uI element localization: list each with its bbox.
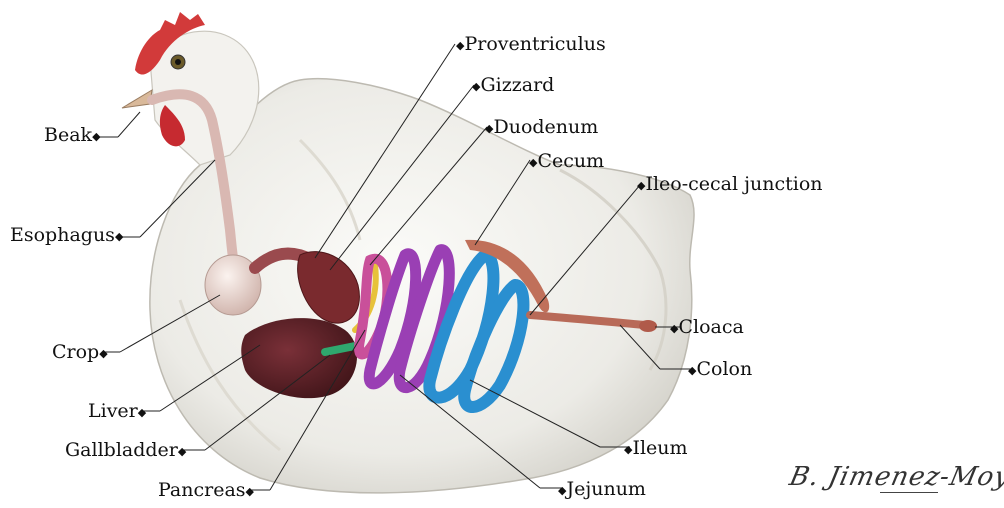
label-text: Gizzard xyxy=(480,74,554,96)
label-text: Liver xyxy=(88,400,138,422)
author-signature: B. Jimenez-Moya xyxy=(787,462,1004,492)
label-text: Crop xyxy=(52,341,99,363)
label-text: Colon xyxy=(696,358,752,380)
label-liver: Liver◆ xyxy=(88,400,146,424)
label-cloaca: ◆Cloaca xyxy=(670,316,744,340)
label-gallbladder: Gallbladder◆ xyxy=(65,439,186,463)
label-crop: Crop◆ xyxy=(52,341,108,365)
label-colon: ◆Colon xyxy=(688,358,752,382)
label-beak: Beak◆ xyxy=(44,124,101,148)
label-cecum: ◆Cecum xyxy=(529,150,604,174)
label-esophagus: Esophagus◆ xyxy=(10,224,123,248)
label-ileo-cecal-junction: ◆Ileo-cecal junction xyxy=(637,173,823,197)
label-text: Cecum xyxy=(537,150,604,172)
label-text: Gallbladder xyxy=(65,439,178,461)
label-ileum: ◆Ileum xyxy=(624,437,688,461)
label-gizzard: ◆Gizzard xyxy=(472,74,554,98)
label-text: Cloaca xyxy=(678,316,743,338)
signature-underline xyxy=(880,492,938,493)
label-text: Beak xyxy=(44,124,92,146)
label-proventriculus: ◆Proventriculus xyxy=(456,33,606,57)
label-text: Proventriculus xyxy=(464,33,605,55)
label-duodenum: ◆Duodenum xyxy=(485,116,598,140)
label-text: Ileo-cecal junction xyxy=(645,173,822,195)
cloaca xyxy=(639,320,657,332)
label-pancreas: Pancreas◆ xyxy=(158,479,254,503)
chicken-head xyxy=(122,12,259,165)
label-text: Pancreas xyxy=(158,479,246,501)
label-jejunum: ◆Jejunum xyxy=(558,478,646,502)
label-text: Duodenum xyxy=(493,116,598,138)
label-text: Jejunum xyxy=(566,478,645,500)
label-text: Ileum xyxy=(632,437,687,459)
label-text: Esophagus xyxy=(10,224,115,246)
